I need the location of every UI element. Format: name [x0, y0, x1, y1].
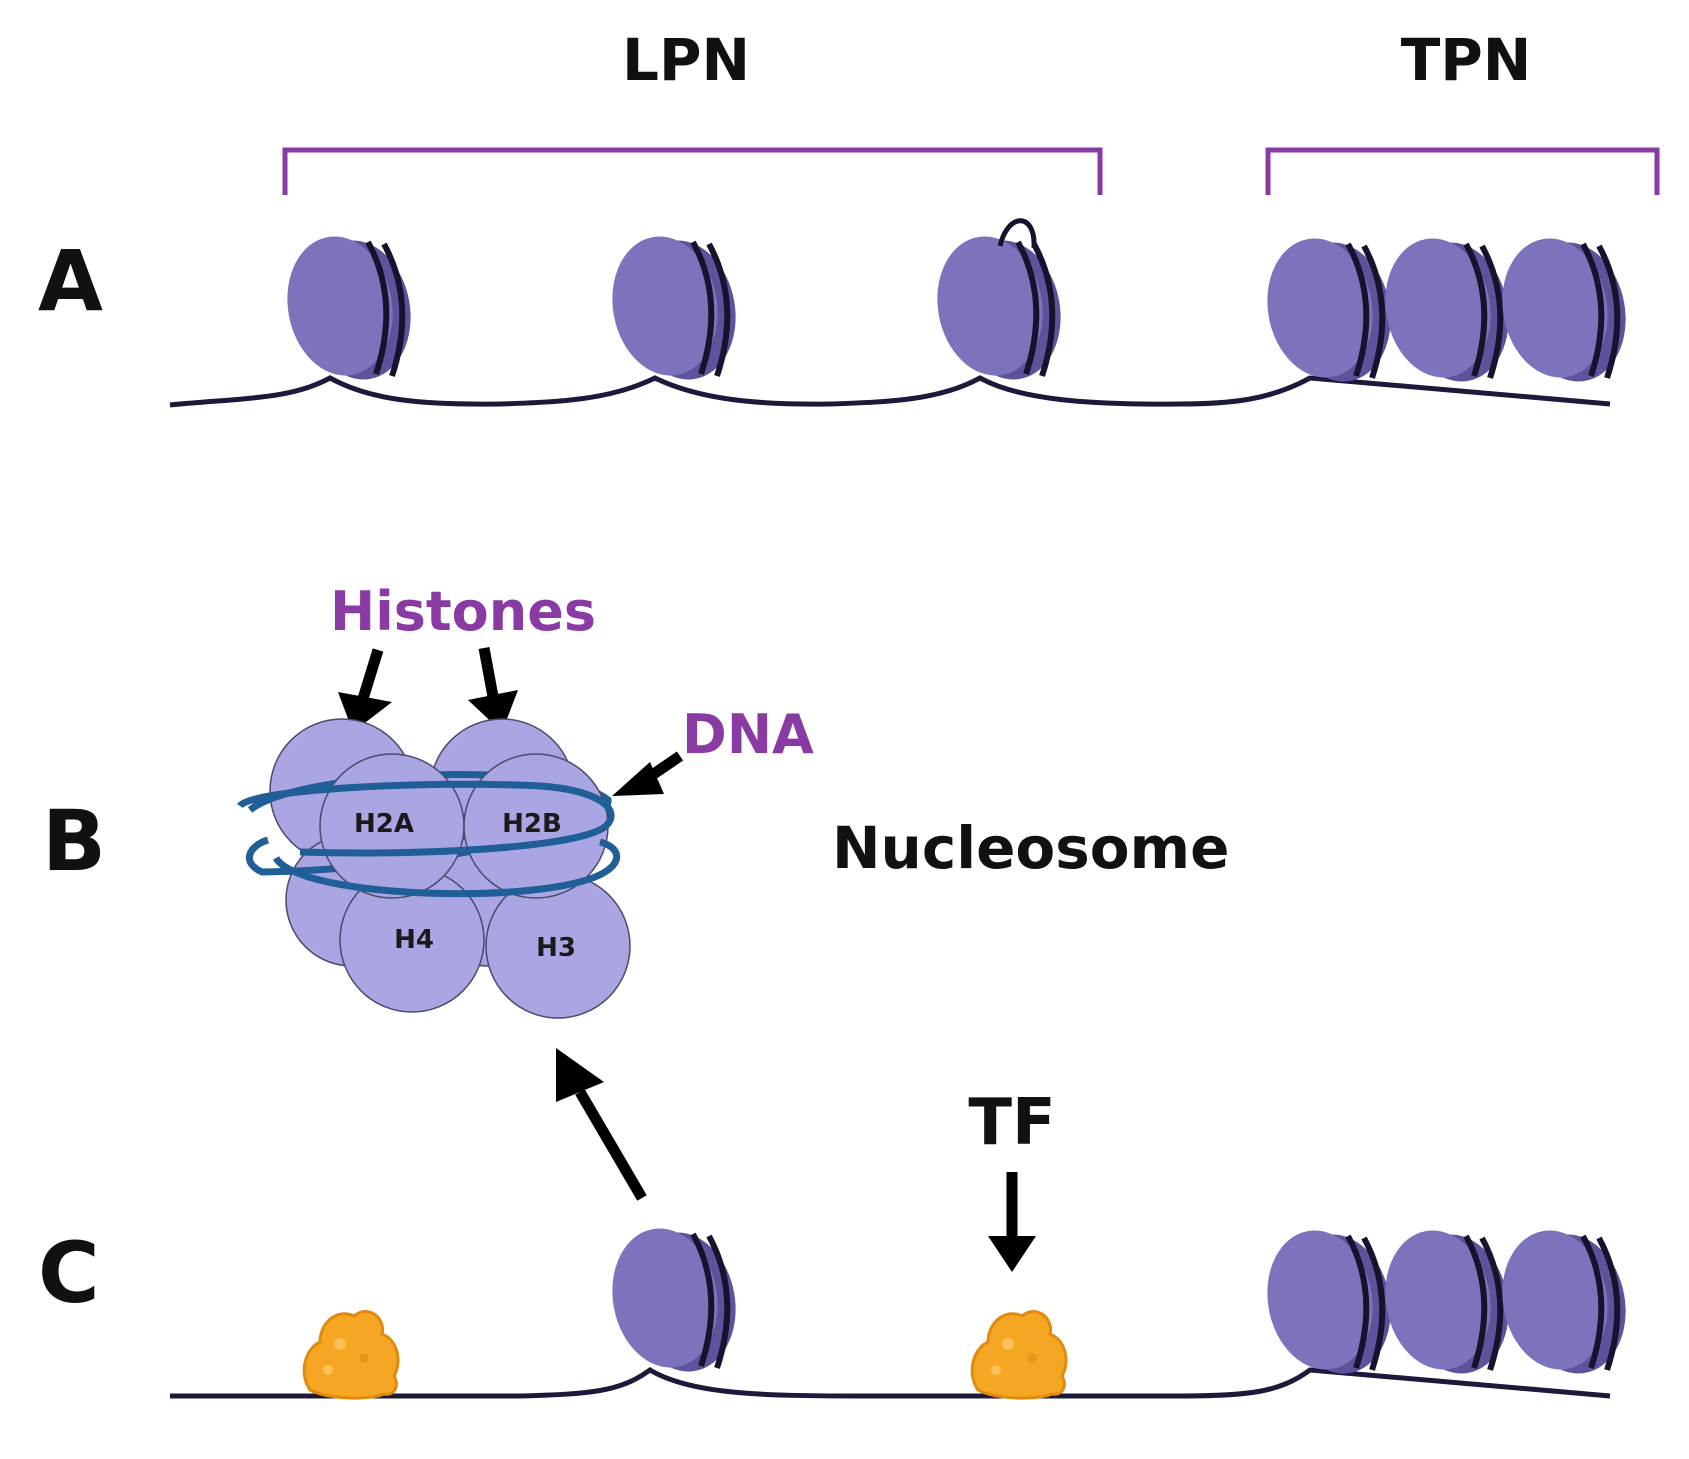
nucleosome-a5 — [1375, 230, 1520, 390]
eviction-arrow — [556, 1048, 647, 1201]
panel-label-b: B — [42, 792, 106, 890]
nucleosome-c2 — [1257, 1222, 1402, 1382]
dna-arrow — [612, 751, 684, 796]
nucleosome-label: Nucleosome — [832, 814, 1229, 882]
nucleosome-a1 — [277, 228, 422, 388]
tf-protein-left — [302, 1309, 400, 1400]
panel-b: B Histones DNA Nucleosome — [42, 580, 1229, 1019]
dna-wrap-front — [237, 780, 621, 898]
nucleosome-c4 — [1492, 1222, 1637, 1382]
histones-label: Histones — [330, 580, 596, 643]
panel-a: A LPN TPN — [38, 26, 1660, 408]
histone-label-h4: H4 — [394, 925, 434, 955]
tf-label: TF — [968, 1086, 1055, 1160]
nucleosome-a4 — [1257, 230, 1402, 390]
histone-label-h2b: H2B — [502, 809, 562, 839]
lpn-label: LPN — [622, 26, 750, 94]
nucleosome-c1 — [602, 1220, 747, 1380]
panel-label-c: C — [38, 1224, 100, 1322]
tf-protein-bound — [970, 1309, 1068, 1400]
nucleosome-c3 — [1375, 1222, 1520, 1382]
nucleosome-a3 — [927, 228, 1072, 388]
histone-label-h3: H3 — [536, 933, 576, 963]
tpn-label: TPN — [1401, 26, 1532, 94]
dna-loop-a3 — [997, 218, 1037, 249]
tpn-bracket — [1265, 147, 1660, 195]
histone-label-h2a: H2A — [354, 809, 414, 839]
dna-strand-a — [169, 375, 1611, 408]
nucleosome-a2 — [602, 228, 747, 388]
lpn-bracket — [282, 147, 1103, 195]
nucleosome-a6 — [1492, 230, 1637, 390]
histone-octamer: H2A H2B H4 H3 — [237, 718, 631, 1019]
tf-arrow — [988, 1172, 1036, 1272]
dna-strand-c — [170, 1367, 1611, 1399]
panel-c: C TF — [38, 1048, 1637, 1400]
dna-label: DNA — [682, 703, 814, 766]
panel-label-a: A — [38, 232, 103, 330]
